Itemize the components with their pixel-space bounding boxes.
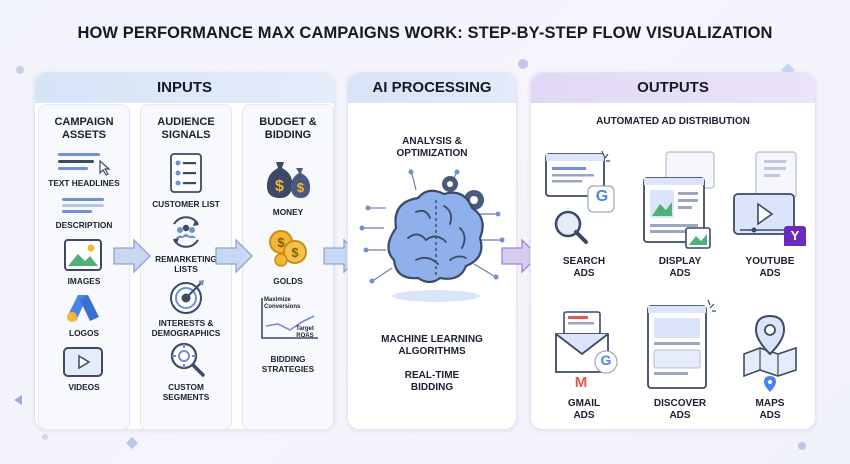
sparkle-icon bbox=[518, 59, 528, 69]
svg-text:$: $ bbox=[297, 180, 305, 195]
image-icon bbox=[64, 239, 102, 271]
outputs-header: OUTPUTS bbox=[531, 73, 815, 103]
sparkle-icon bbox=[42, 434, 48, 440]
svg-text:$: $ bbox=[277, 235, 285, 250]
flow-arrow bbox=[113, 238, 151, 274]
yahoo-badge-icon: Y bbox=[790, 228, 800, 243]
svg-text:$: $ bbox=[291, 245, 299, 260]
inputs-header: INPUTS bbox=[35, 73, 334, 103]
analysis-optimization-label: ANALYSIS &OPTIMIZATION bbox=[396, 136, 468, 159]
customer-list-icon bbox=[170, 153, 202, 193]
bidding-chart-icon bbox=[261, 298, 318, 339]
ai-brain-icon bbox=[359, 169, 505, 302]
page-title: HOW PERFORMANCE MAX CAMPAIGNS WORK: STEP… bbox=[77, 24, 773, 42]
sparkle-icon bbox=[798, 442, 806, 450]
gmail-ads-icon bbox=[555, 311, 618, 374]
text-headlines-icon bbox=[58, 153, 111, 176]
sparkle-icon bbox=[16, 66, 24, 74]
logos-label: LOGOS bbox=[69, 328, 99, 338]
text-headlines-label: TEXT HEADLINES bbox=[48, 178, 120, 188]
interests-demographics-label: INTERESTS &DEMOGRAPHICS bbox=[151, 318, 221, 338]
images-label: IMAGES bbox=[67, 276, 101, 286]
budget-bidding-header: BUDGET &BIDDING bbox=[259, 116, 317, 141]
budget-bidding-column bbox=[242, 104, 334, 430]
google-badge-icon: G bbox=[600, 352, 612, 368]
description-icon bbox=[62, 198, 104, 213]
custom-segments-icon bbox=[170, 342, 205, 377]
videos-label: VIDEOS bbox=[68, 382, 100, 392]
google-ads-logo-icon bbox=[67, 295, 99, 322]
description-label: DESCRIPTION bbox=[55, 220, 113, 230]
video-icon bbox=[63, 347, 103, 377]
triangle-icon bbox=[14, 395, 22, 405]
target-icon bbox=[170, 280, 204, 314]
golds-label: GOLDS bbox=[273, 276, 303, 286]
ai-processing-header: AI PROCESSING bbox=[348, 73, 516, 103]
search-ads-icon bbox=[545, 150, 615, 244]
svg-text:$: $ bbox=[275, 178, 284, 195]
money-label: MONEY bbox=[272, 207, 304, 217]
automated-ad-distribution-label: AUTOMATED AD DISTRIBUTION bbox=[596, 116, 750, 127]
diamond-icon bbox=[126, 437, 138, 449]
youtube-ads-icon bbox=[733, 151, 806, 246]
remarketing-icon bbox=[173, 216, 199, 248]
customer-list-label: CUSTOMER LIST bbox=[152, 199, 220, 209]
gmail-logo-icon: M bbox=[574, 374, 588, 391]
gold-coins-icon: $ $ bbox=[269, 230, 307, 267]
flow-arrow bbox=[215, 238, 253, 274]
google-badge-icon: G bbox=[595, 188, 609, 205]
discover-ads-icon bbox=[647, 299, 716, 389]
money-bags-icon: $ $ bbox=[266, 162, 311, 198]
display-ads-icon bbox=[643, 151, 715, 249]
maps-ads-icon bbox=[743, 314, 797, 392]
